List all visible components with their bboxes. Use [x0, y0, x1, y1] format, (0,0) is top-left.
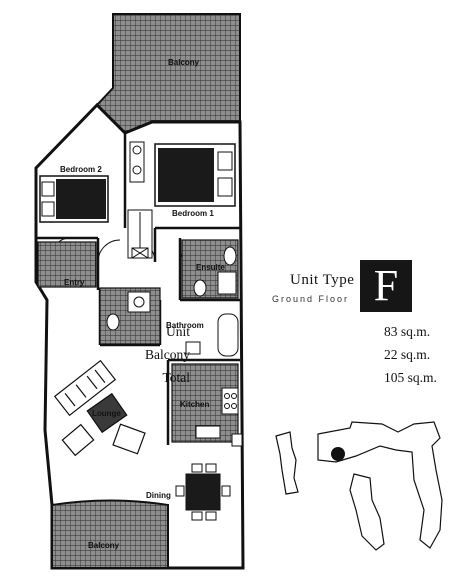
label-ensuite: Ensuite	[196, 263, 225, 272]
entry-tiles	[37, 241, 97, 288]
area-value: 22 sq.m.	[384, 347, 431, 362]
balcony-top-area	[95, 13, 241, 135]
unit-letter-badge: F	[360, 260, 412, 312]
balcony-bottom-area	[51, 499, 169, 569]
label-entry: Entry	[64, 278, 85, 287]
site-key-plan	[275, 421, 443, 551]
lounge-furniture	[53, 359, 146, 457]
bedroom2-bed	[39, 175, 109, 223]
label-bedroom1: Bedroom 1	[172, 209, 214, 218]
area-label: Total	[162, 370, 190, 385]
area-label: Balcony	[145, 347, 190, 362]
label-kitchen: Kitchen	[180, 400, 209, 409]
label-bathroom: Bathroom	[166, 321, 204, 330]
bedroom1-bed	[129, 141, 236, 207]
kitchen-fixtures	[195, 387, 243, 447]
label-lounge: Lounge	[92, 409, 121, 418]
area-value: 105 sq.m.	[384, 370, 437, 385]
unit-floor-subtitle: Ground Floor	[272, 294, 350, 304]
area-value: 83 sq.m.	[384, 324, 431, 339]
dining-table	[175, 463, 231, 521]
label-dining: Dining	[146, 491, 171, 500]
ensuite-fixtures	[193, 246, 237, 297]
bathroom-fixtures	[106, 291, 239, 357]
area-label: Unit	[165, 324, 190, 339]
wardrobe	[127, 209, 153, 259]
label-balcony-bottom: Balcony	[88, 541, 120, 550]
unit-location-marker	[331, 447, 345, 461]
label-balcony-top: Balcony	[168, 58, 200, 67]
unit-type-title: Unit Type	[290, 272, 355, 288]
label-bedroom2: Bedroom 2	[60, 165, 102, 174]
